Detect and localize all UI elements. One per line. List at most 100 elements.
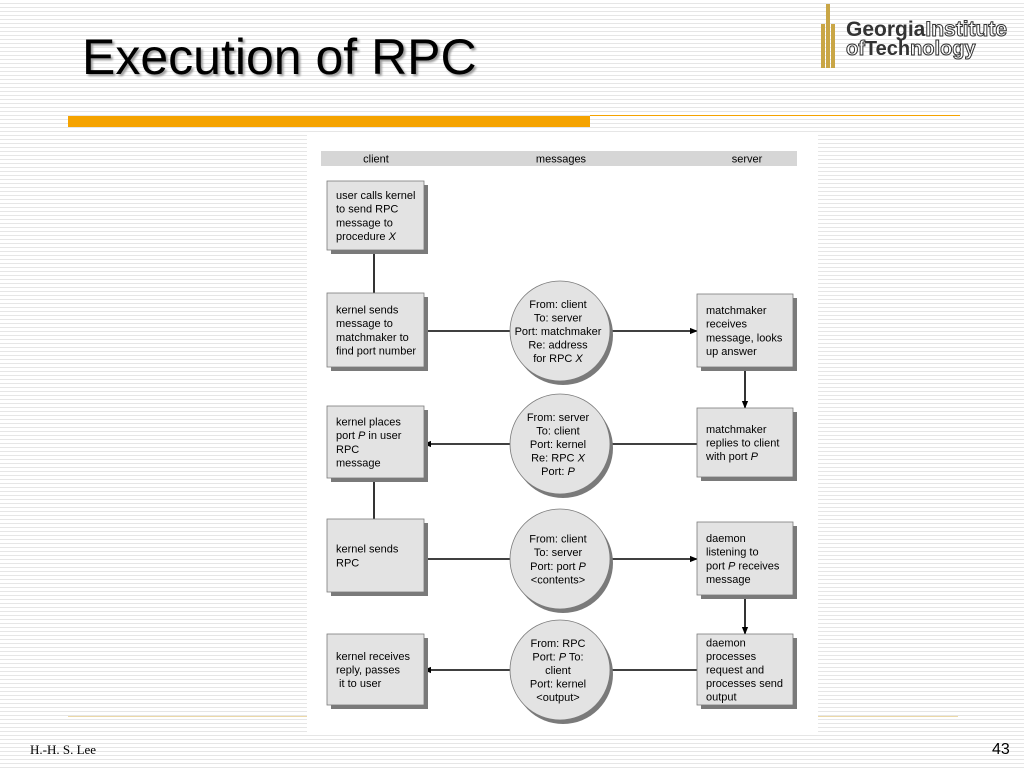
title-accent-line — [590, 115, 960, 116]
text-run: port — [706, 560, 728, 572]
text-run: kernel sends — [336, 305, 399, 317]
message-body — [509, 280, 611, 382]
text-line: matchmaker to — [336, 332, 409, 344]
text-run: <output> — [536, 692, 579, 704]
text-line: Port: port P — [530, 561, 586, 573]
client-box: kernel receives reply, passes it to user — [326, 633, 428, 709]
text-run: RPC — [336, 444, 359, 456]
text-run: user calls kernel — [336, 190, 415, 202]
text-line: reply, passes — [336, 665, 400, 677]
box-body — [326, 633, 425, 706]
text-line: procedure X — [336, 231, 397, 243]
title-accent-bar — [68, 116, 590, 127]
text-run: it to user — [336, 678, 382, 690]
text-run: RPC — [336, 557, 359, 569]
text-line: up answer — [706, 346, 757, 358]
text-line: output — [706, 692, 737, 704]
text-line: client — [545, 665, 571, 677]
text-run: with port — [705, 451, 751, 463]
logo-line-1: GeorgiaInstitute — [846, 18, 1008, 42]
text-line: receives — [706, 319, 747, 331]
text-run: message — [706, 574, 751, 586]
box-body — [326, 292, 425, 368]
text-run: Port: kernel — [530, 679, 586, 691]
box-body — [696, 293, 794, 368]
page-number: 43 — [992, 741, 1010, 758]
logo-word-georgia: Georgia — [846, 18, 926, 41]
text-line: with port P — [705, 451, 759, 463]
text-run: message to — [336, 217, 393, 229]
text-line: Re: RPC X — [531, 453, 585, 465]
logo-word-of: of — [846, 38, 866, 61]
text-line: port P receives — [706, 560, 780, 572]
text-run: Re: address — [528, 340, 588, 352]
text-line: Port: kernel — [530, 439, 586, 451]
text-line: kernel receives — [336, 651, 410, 663]
text-run: P — [728, 560, 736, 572]
text-run: Port: port — [530, 561, 578, 573]
text-line: <contents> — [531, 574, 585, 586]
text-line: From: client — [529, 299, 586, 311]
text-line: it to user — [336, 678, 382, 690]
text-run: Port: — [532, 651, 558, 663]
logo-word-tech: Tech — [864, 38, 911, 60]
text-line: From: client — [529, 534, 586, 546]
text-run: client — [545, 665, 571, 677]
box-text: kernel receives reply, passes it to user — [336, 651, 410, 690]
box-body — [326, 518, 425, 593]
text-run: To: server — [534, 547, 583, 559]
text-run: Port: — [541, 466, 567, 478]
text-run: From: client — [529, 534, 586, 546]
text-run: To: — [566, 651, 584, 663]
text-line: RPC — [336, 444, 359, 456]
text-line: Port: kernel — [530, 679, 586, 691]
text-run: matchmaker — [706, 424, 767, 436]
text-run: matchmaker — [706, 305, 767, 317]
text-line: for RPC X — [533, 353, 583, 365]
logo-word-institute: Institute — [925, 18, 1008, 42]
text-run: find port number — [336, 345, 416, 357]
text-run: daemon — [706, 637, 746, 649]
message-body — [509, 619, 611, 721]
text-line: From: RPC — [531, 638, 586, 650]
text-run: From: client — [529, 299, 586, 311]
text-run: procedure — [336, 231, 389, 243]
text-run: message, looks — [706, 332, 783, 344]
text-run: receives — [735, 560, 780, 572]
text-line: kernel sends — [336, 544, 399, 556]
text-run: <contents> — [531, 574, 585, 586]
text-run: kernel sends — [336, 544, 399, 556]
text-line: To: client — [536, 425, 579, 437]
text-run: for RPC — [533, 353, 575, 365]
text-run: reply, passes — [336, 665, 400, 677]
text-line: To: server — [534, 312, 583, 324]
text-run: X — [574, 353, 583, 365]
logo-word-nology: nology — [910, 38, 977, 61]
message-body — [509, 508, 611, 610]
text-line: matchmaker — [706, 305, 767, 317]
column-header-messages: messages — [536, 154, 587, 166]
text-run: receives — [706, 319, 747, 331]
text-run: request and — [706, 665, 764, 677]
text-line: message, looks — [706, 332, 783, 344]
text-run: processes — [706, 651, 757, 663]
text-run: P — [567, 466, 575, 478]
text-run: output — [706, 692, 737, 704]
text-run: to send RPC — [336, 204, 398, 216]
